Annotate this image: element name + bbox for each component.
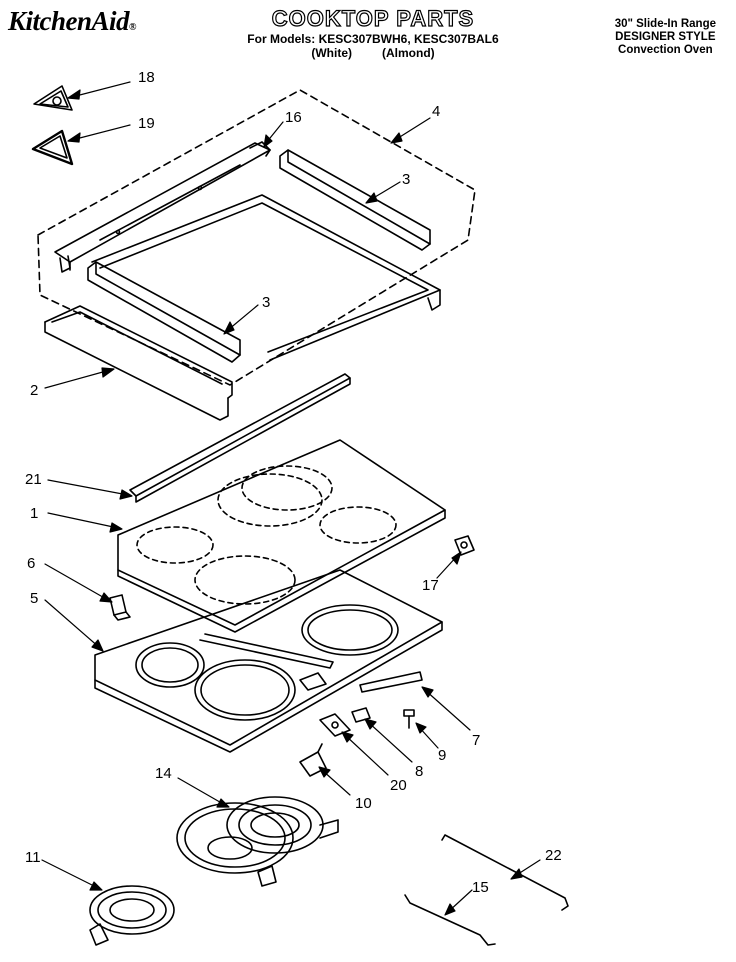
callout-5: 5: [30, 590, 38, 607]
meta-line-2: DESIGNER STYLE: [615, 31, 716, 43]
callout-21: 21: [25, 471, 42, 488]
brand-name: KitchenAid: [8, 6, 130, 36]
page-title: COOKTOP PARTS: [271, 5, 475, 31]
callout-20: 20: [390, 777, 407, 794]
part-22-rod: [441, 834, 569, 911]
part-16-rail: [54, 141, 271, 273]
color-variants: (White) (Almond): [238, 46, 508, 60]
part-frame: [91, 194, 441, 361]
brand-logo: KitchenAid®: [8, 6, 137, 37]
part-14-element-pan: [176, 796, 339, 887]
meta-line-3: Convection Oven: [618, 44, 713, 56]
callout-labels: 18 19 16 4 3 3 2 21 1 6 5 17 7 9 8 20 10…: [25, 69, 562, 896]
callout-10: 10: [355, 795, 372, 812]
callout-22: 22: [545, 847, 562, 864]
callout-15: 15: [472, 879, 489, 896]
part-15-rod: [404, 894, 496, 946]
callout-1: 1: [30, 505, 38, 522]
part-10-switch: [299, 743, 327, 777]
variant-white: (White): [311, 46, 352, 60]
callout-16: 16: [285, 109, 302, 126]
part-19-trim: [31, 129, 74, 166]
callout-3-upper: 3: [402, 171, 410, 188]
callout-2: 2: [30, 382, 38, 399]
meta-line-1: 30" Slide-In Range: [614, 18, 716, 30]
callout-9: 9: [438, 747, 446, 764]
callout-14: 14: [155, 765, 172, 782]
part-17-connector: [454, 535, 475, 556]
part-11-small-element: [89, 885, 175, 946]
part-20-plate: [319, 713, 351, 737]
leader-lines: [41, 81, 541, 916]
callout-18: 18: [138, 69, 155, 86]
models-line: For Models: KESC307BWH6, KESC307BAL6: [247, 32, 499, 46]
part-3-lower-bar: [87, 261, 241, 363]
part-21-strip: [129, 373, 351, 503]
model-description: 30" Slide-In Range DESIGNER STYLE Convec…: [615, 18, 716, 57]
variant-almond: (Almond): [382, 46, 435, 60]
callout-17: 17: [422, 577, 439, 594]
part-7-bracket-bar: [359, 671, 423, 693]
title-block: COOKTOP PARTS For Models: KESC307BWH6, K…: [238, 5, 508, 60]
callout-4: 4: [432, 103, 440, 120]
part-5-burner-box: [94, 569, 443, 753]
part-8-insulator: [351, 707, 371, 723]
callout-3-lower: 3: [262, 294, 270, 311]
part-6-clip: [109, 594, 131, 621]
frame-assembly-outline: [37, 89, 476, 386]
callout-11: 11: [25, 849, 41, 866]
part-1-glass-cooktop: [117, 439, 446, 633]
part-9-screw: [403, 709, 415, 729]
part-18-badge: [33, 85, 73, 111]
callout-7: 7: [472, 732, 480, 749]
part-2-gasket: [44, 305, 233, 421]
callout-8: 8: [415, 763, 423, 780]
brand-mark: ®: [129, 22, 137, 33]
part-3-upper-channel: [279, 149, 431, 251]
callout-6: 6: [27, 555, 35, 572]
callout-19: 19: [138, 115, 155, 132]
